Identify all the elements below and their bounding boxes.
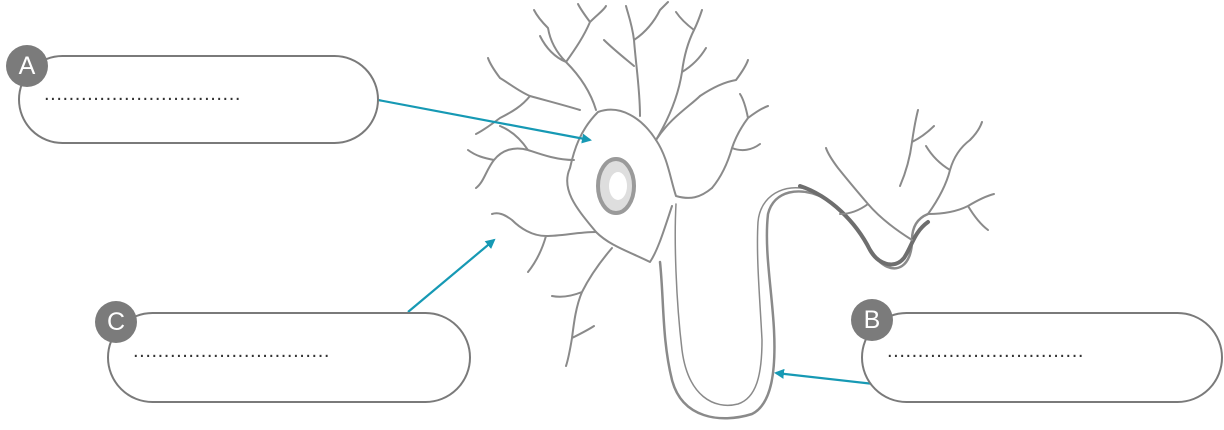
arrow-b bbox=[776, 373, 874, 384]
arrow-c bbox=[408, 240, 494, 312]
badge-b: B bbox=[851, 299, 893, 341]
answer-line-c[interactable]: ................................ bbox=[133, 340, 447, 362]
badge-a: A bbox=[6, 45, 48, 87]
label-box-a[interactable]: ................................ bbox=[18, 55, 379, 144]
answer-line-a[interactable]: ................................ bbox=[44, 83, 355, 105]
badge-c: C bbox=[95, 301, 137, 343]
label-box-b[interactable]: ................................ bbox=[861, 312, 1223, 403]
label-box-c[interactable]: ................................ bbox=[107, 312, 471, 403]
cell-body-outline bbox=[567, 96, 712, 262]
answer-line-b[interactable]: ................................ bbox=[887, 340, 1199, 362]
arrow-a bbox=[378, 100, 590, 140]
